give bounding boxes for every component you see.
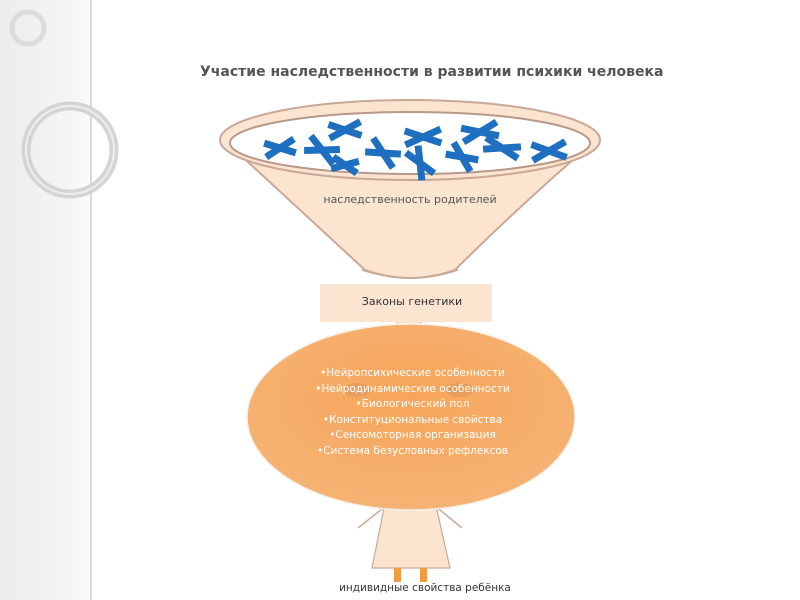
decorative-ring-icon xyxy=(21,101,119,199)
trait-item: •Нейродинамические особенности xyxy=(315,382,510,395)
slide-sidebar xyxy=(0,0,90,600)
trait-item: •Конституциональные свойства xyxy=(322,413,503,426)
decorative-ring-small-icon xyxy=(9,9,47,47)
page-title: Участие наследственности в развитии псих… xyxy=(200,64,664,80)
trait-item: •Биологический пол xyxy=(355,398,470,410)
chromosome-group xyxy=(263,118,568,181)
traits-list: •Нейропсихические особенности •Нейродина… xyxy=(290,366,535,459)
traits-ellipse xyxy=(246,323,576,511)
laws-label: Законы генетики xyxy=(361,295,463,308)
chromosome-icon xyxy=(304,133,340,167)
chromosome-icon xyxy=(364,136,402,170)
funnel-bottom-lip xyxy=(361,269,459,279)
bottom-label: индивидные свойства ребёнка xyxy=(339,582,511,594)
chromosome-icon xyxy=(327,118,363,142)
chromosome-icon xyxy=(403,125,443,149)
chromosome-icon xyxy=(482,134,522,162)
trait-item: •Система безусловных рефлексов xyxy=(317,444,508,457)
chromosome-icon xyxy=(403,145,437,181)
chromosome-icon xyxy=(445,140,479,174)
chromosome-icon xyxy=(330,153,360,177)
trait-item: •Нейропсихические особенности xyxy=(320,367,505,379)
laws-box: Законы генетики xyxy=(320,283,492,322)
chromosome-icon xyxy=(460,118,500,146)
funnel-label: наследственность родителей xyxy=(323,193,497,206)
trait-item: •Сенсомоторная организация xyxy=(329,429,496,441)
sidebar-divider xyxy=(90,0,92,600)
chromosome-icon xyxy=(530,138,568,164)
chromosome-icon xyxy=(263,136,297,160)
